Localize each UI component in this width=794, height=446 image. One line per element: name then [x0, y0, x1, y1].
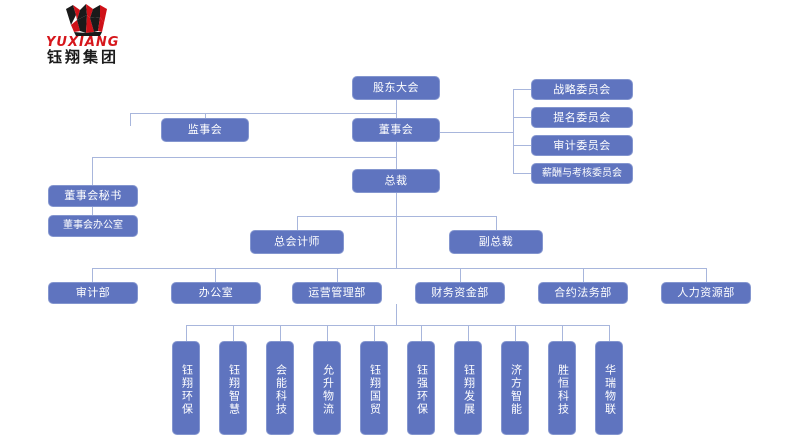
node-department-audit[interactable]: 审计部: [48, 282, 138, 304]
connector-sub-6: [421, 325, 422, 341]
connector-sub-5: [374, 325, 375, 341]
connector-secretary-drop: [92, 157, 93, 185]
node-committee-remuneration[interactable]: 薪酬与考核委员会: [531, 163, 633, 184]
connector-spine-to-subsidiary-bus: [396, 304, 397, 325]
subsidiary-bus: [186, 325, 609, 326]
department-bus: [92, 268, 706, 269]
connector-president-down: [396, 193, 397, 216]
node-committee-nomination[interactable]: 提名委员会: [531, 107, 633, 128]
node-president[interactable]: 总裁: [352, 169, 440, 193]
committee-bus-vertical: [513, 89, 514, 173]
connector-board-to-secretary-horizontal: [92, 157, 397, 158]
connector-sub-8: [515, 325, 516, 341]
node-board-of-supervisors[interactable]: 监事会: [161, 118, 249, 142]
connector-president-spine: [396, 216, 397, 268]
connector-to-chief-accountant: [297, 216, 298, 230]
connector-sub-3: [280, 325, 281, 341]
node-chief-accountant[interactable]: 总会计师: [250, 230, 344, 254]
node-department-finance[interactable]: 财务资金部: [415, 282, 505, 304]
connector-dept-2: [215, 268, 216, 282]
node-committee-strategy[interactable]: 战略委员会: [531, 79, 633, 100]
connector-committee-2: [513, 117, 531, 118]
connector-sub-9: [562, 325, 563, 341]
connector-sub-2: [233, 325, 234, 341]
connector-committee-1: [513, 89, 531, 90]
node-subsidiary-10[interactable]: 华瑞物联: [595, 341, 623, 435]
node-subsidiary-1[interactable]: 钰翔环保: [172, 341, 200, 435]
connector-board-down-left-stub: [130, 113, 131, 126]
connector-dept-4: [460, 268, 461, 282]
connector-board-to-president: [396, 142, 397, 171]
connector-shareholders-to-board: [396, 100, 397, 119]
node-subsidiary-6[interactable]: 钰强环保: [407, 341, 435, 435]
node-board-of-directors[interactable]: 董事会: [352, 118, 440, 142]
node-vice-president[interactable]: 副总裁: [449, 230, 543, 254]
node-subsidiary-3[interactable]: 会能科技: [266, 341, 294, 435]
node-committee-audit[interactable]: 审计委员会: [531, 135, 633, 156]
connector-sub-10: [609, 325, 610, 341]
node-subsidiary-4[interactable]: 允升物流: [313, 341, 341, 435]
node-department-operations[interactable]: 运营管理部: [292, 282, 382, 304]
connector-secretary-to-office: [92, 205, 93, 215]
node-department-legal[interactable]: 合约法务部: [538, 282, 628, 304]
connector-committee-4: [513, 173, 531, 174]
connector-to-vice-president: [496, 216, 497, 230]
node-subsidiary-9[interactable]: 胜恒科技: [548, 341, 576, 435]
node-board-secretary[interactable]: 董事会秘书: [48, 185, 138, 207]
node-shareholders-meeting[interactable]: 股东大会: [352, 76, 440, 100]
node-subsidiary-8[interactable]: 济方智能: [501, 341, 529, 435]
connector-dept-3: [337, 268, 338, 282]
connector-committee-3: [513, 145, 531, 146]
node-board-office[interactable]: 董事会办公室: [48, 215, 138, 237]
company-logo: YUXIANG 钰翔集团: [44, 2, 174, 66]
connector-board-to-committee-bus: [437, 132, 513, 133]
node-subsidiary-7[interactable]: 钰翔发展: [454, 341, 482, 435]
logo-wordmark: YUXIANG: [46, 35, 120, 50]
connector-sub-7: [468, 325, 469, 341]
connector-board-horizontal-left: [130, 113, 397, 114]
node-department-office[interactable]: 办公室: [171, 282, 261, 304]
node-department-hr[interactable]: 人力资源部: [661, 282, 751, 304]
node-subsidiary-5[interactable]: 钰翔国贸: [360, 341, 388, 435]
connector-sub-1: [186, 325, 187, 341]
connector-dept-5: [583, 268, 584, 282]
connector-sub-4: [327, 325, 328, 341]
crown-logo-icon: [66, 4, 107, 36]
connector-dept-1: [92, 268, 93, 282]
connector-dept-6: [706, 268, 707, 282]
node-subsidiary-2[interactable]: 钰翔智慧: [219, 341, 247, 435]
logo-company-name: 钰翔集团: [47, 49, 120, 66]
